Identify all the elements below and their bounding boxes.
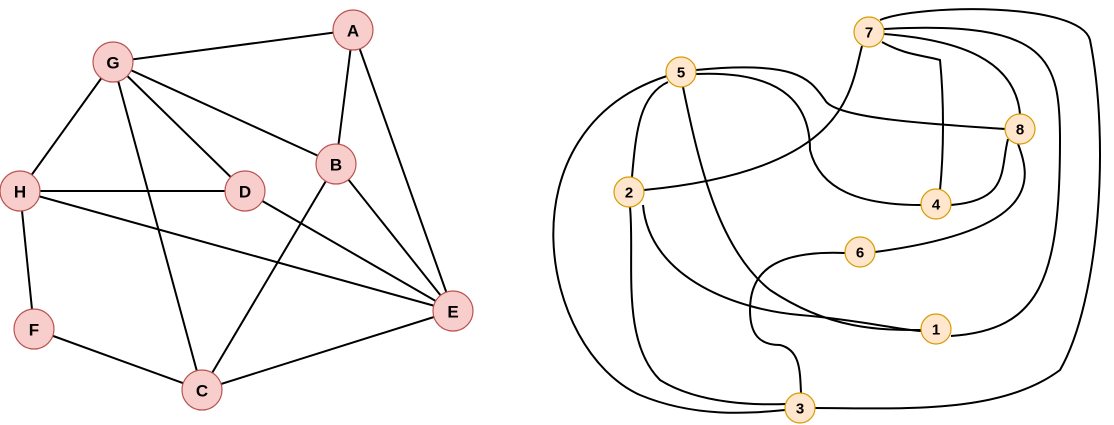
- left-edge-F-C: [33, 328, 203, 391]
- left-node-label: C: [196, 382, 208, 401]
- right-node-6: 6: [844, 236, 876, 268]
- right-node-3: 3: [784, 392, 816, 424]
- left-node-label: G: [106, 54, 119, 73]
- left-node-label: A: [347, 22, 359, 41]
- right-node-1: 1: [920, 313, 952, 345]
- right-edge-8-6: [874, 143, 1026, 253]
- left-edge-G-B: [112, 61, 337, 165]
- left-graph-edges: [19, 29, 454, 391]
- left-node-A: A: [332, 9, 374, 51]
- right-node-5: 5: [665, 56, 697, 88]
- right-node-circle: [784, 392, 816, 424]
- right-graph-edges: [552, 8, 1101, 414]
- left-node-H: H: [0, 170, 41, 212]
- left-edge-A-B: [335, 29, 354, 165]
- left-edge-G-H: [19, 61, 114, 192]
- right-node-4: 4: [920, 188, 952, 220]
- right-edge-7-4: [881, 41, 944, 191]
- left-edge-G-A: [112, 29, 354, 63]
- right-node-circle: [613, 176, 645, 208]
- left-node-circle: [92, 41, 134, 83]
- right-node-label: 6: [856, 245, 864, 262]
- left-node-circle: [432, 290, 474, 332]
- left-node-circle: [181, 369, 223, 411]
- right-node-circle: [1004, 113, 1036, 145]
- right-node-circle: [665, 56, 697, 88]
- right-node-label: 5: [677, 65, 685, 82]
- left-node-circle: [13, 308, 55, 350]
- right-node-label: 8: [1016, 122, 1024, 139]
- right-node-circle: [853, 16, 885, 48]
- left-node-F: F: [13, 308, 55, 350]
- right-node-2: 2: [613, 176, 645, 208]
- right-edge-2-1: [642, 204, 922, 332]
- left-edge-G-D: [112, 61, 246, 192]
- right-edge-2-3: [629, 206, 787, 406]
- left-node-B: B: [315, 143, 357, 185]
- left-graph-nodes: A G B H D E F C: [0, 9, 474, 411]
- right-edge-7-3: [814, 8, 1101, 410]
- right-node-label: 4: [932, 197, 941, 214]
- left-node-D: D: [224, 170, 266, 212]
- right-edge-5-2: [631, 81, 669, 178]
- right-edge-8-4: [950, 138, 1009, 206]
- left-edge-H-E: [19, 190, 454, 312]
- left-node-label: F: [29, 321, 39, 340]
- left-node-label: B: [330, 156, 342, 175]
- left-edge-G-C: [112, 61, 203, 391]
- left-node-C: C: [181, 369, 223, 411]
- right-node-circle: [920, 313, 952, 345]
- left-edge-B-E: [335, 163, 454, 312]
- right-edge-5-3: [552, 75, 786, 414]
- left-node-circle: [224, 170, 266, 212]
- left-node-label: E: [447, 303, 458, 322]
- right-edge-5-4: [695, 72, 922, 206]
- right-node-label: 3: [796, 401, 804, 418]
- right-edge-5-1: [682, 86, 922, 331]
- right-edge-7-1: [883, 26, 1062, 337]
- right-node-7: 7: [853, 16, 885, 48]
- left-node-circle: [315, 143, 357, 185]
- right-node-label: 1: [932, 322, 940, 339]
- left-edge-H-F: [19, 190, 35, 330]
- right-edge-7-8: [883, 33, 1021, 115]
- right-node-label: 2: [625, 185, 633, 202]
- left-edge-B-C: [201, 163, 337, 391]
- left-node-G: G: [92, 41, 134, 83]
- left-node-label: D: [239, 183, 251, 202]
- right-edge-5-8: [695, 66, 1006, 130]
- right-edge-6-3: [748, 251, 846, 394]
- left-node-circle: [0, 170, 41, 212]
- right-graph-nodes: 7 5 8 2 4 6 1 3: [613, 16, 1036, 424]
- left-node-E: E: [432, 290, 474, 332]
- right-node-label: 7: [865, 25, 873, 42]
- right-edge-7-2: [643, 45, 863, 191]
- right-node-circle: [920, 188, 952, 220]
- left-edge-A-E: [352, 29, 454, 312]
- left-edge-C-E: [201, 310, 454, 391]
- left-node-label: H: [14, 183, 26, 202]
- left-edge-D-E: [244, 190, 454, 312]
- right-node-circle: [844, 236, 876, 268]
- left-node-circle: [332, 9, 374, 51]
- right-node-8: 8: [1004, 113, 1036, 145]
